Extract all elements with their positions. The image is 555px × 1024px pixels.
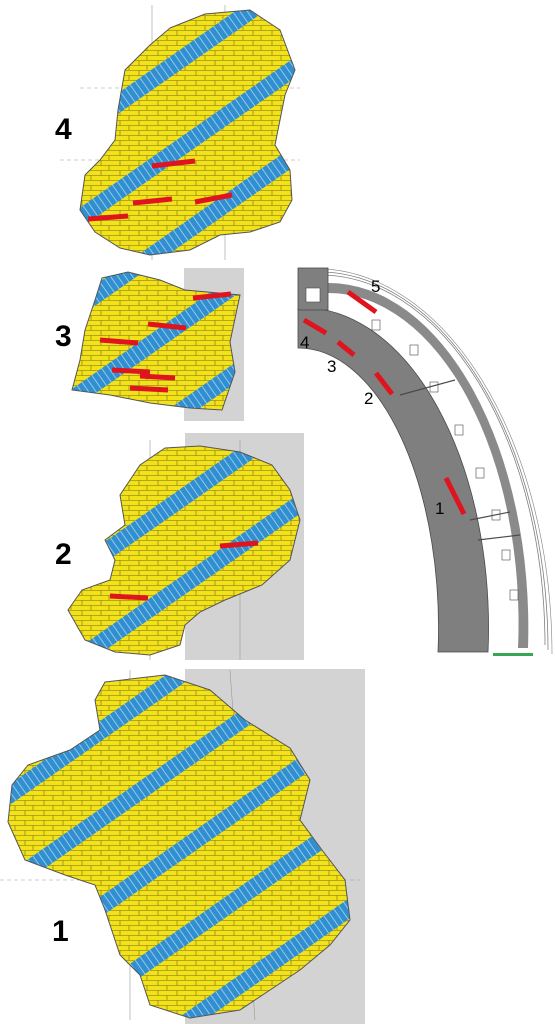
sample-marker bbox=[139, 373, 176, 381]
section-number-4: 4 bbox=[300, 333, 309, 352]
section-number-3: 3 bbox=[327, 357, 336, 376]
sample-marker bbox=[129, 385, 169, 393]
panel-4-fragment bbox=[60, 5, 300, 260]
section-number-2: 2 bbox=[364, 389, 373, 408]
section-marker-4 bbox=[302, 317, 328, 336]
sample-marker bbox=[132, 196, 173, 206]
arc-section-drawing: 1 2 3 4 5 bbox=[297, 267, 553, 656]
sample-marker bbox=[87, 213, 129, 222]
section-marker-1 bbox=[443, 476, 467, 516]
panel-3-fragment bbox=[71, 268, 244, 421]
sample-marker bbox=[219, 540, 259, 549]
sample-marker bbox=[109, 593, 149, 601]
panel-label-1: 1 bbox=[52, 915, 69, 948]
panel-1-fragment bbox=[0, 669, 365, 1024]
panel-label-2: 2 bbox=[55, 538, 72, 571]
panel-3-sample-markers bbox=[99, 291, 232, 393]
panel-label-4: 4 bbox=[55, 113, 72, 146]
sample-marker bbox=[194, 192, 233, 205]
section-marker-3 bbox=[336, 340, 356, 357]
panel-2-sample-markers bbox=[109, 540, 259, 601]
sample-marker bbox=[111, 367, 151, 375]
sample-marker bbox=[192, 291, 232, 301]
sample-marker bbox=[147, 321, 187, 331]
sample-marker bbox=[151, 158, 196, 169]
section-number-5: 5 bbox=[371, 277, 380, 296]
arc-main-wall bbox=[297, 307, 489, 653]
section-number-1: 1 bbox=[435, 499, 444, 518]
sample-marker bbox=[99, 337, 139, 346]
panel-label-3: 3 bbox=[55, 320, 72, 353]
section-marker-2 bbox=[374, 371, 394, 396]
panel-2-fragment bbox=[67, 433, 304, 660]
panel-4-sample-markers bbox=[87, 158, 233, 222]
section-marker-5 bbox=[346, 289, 378, 315]
